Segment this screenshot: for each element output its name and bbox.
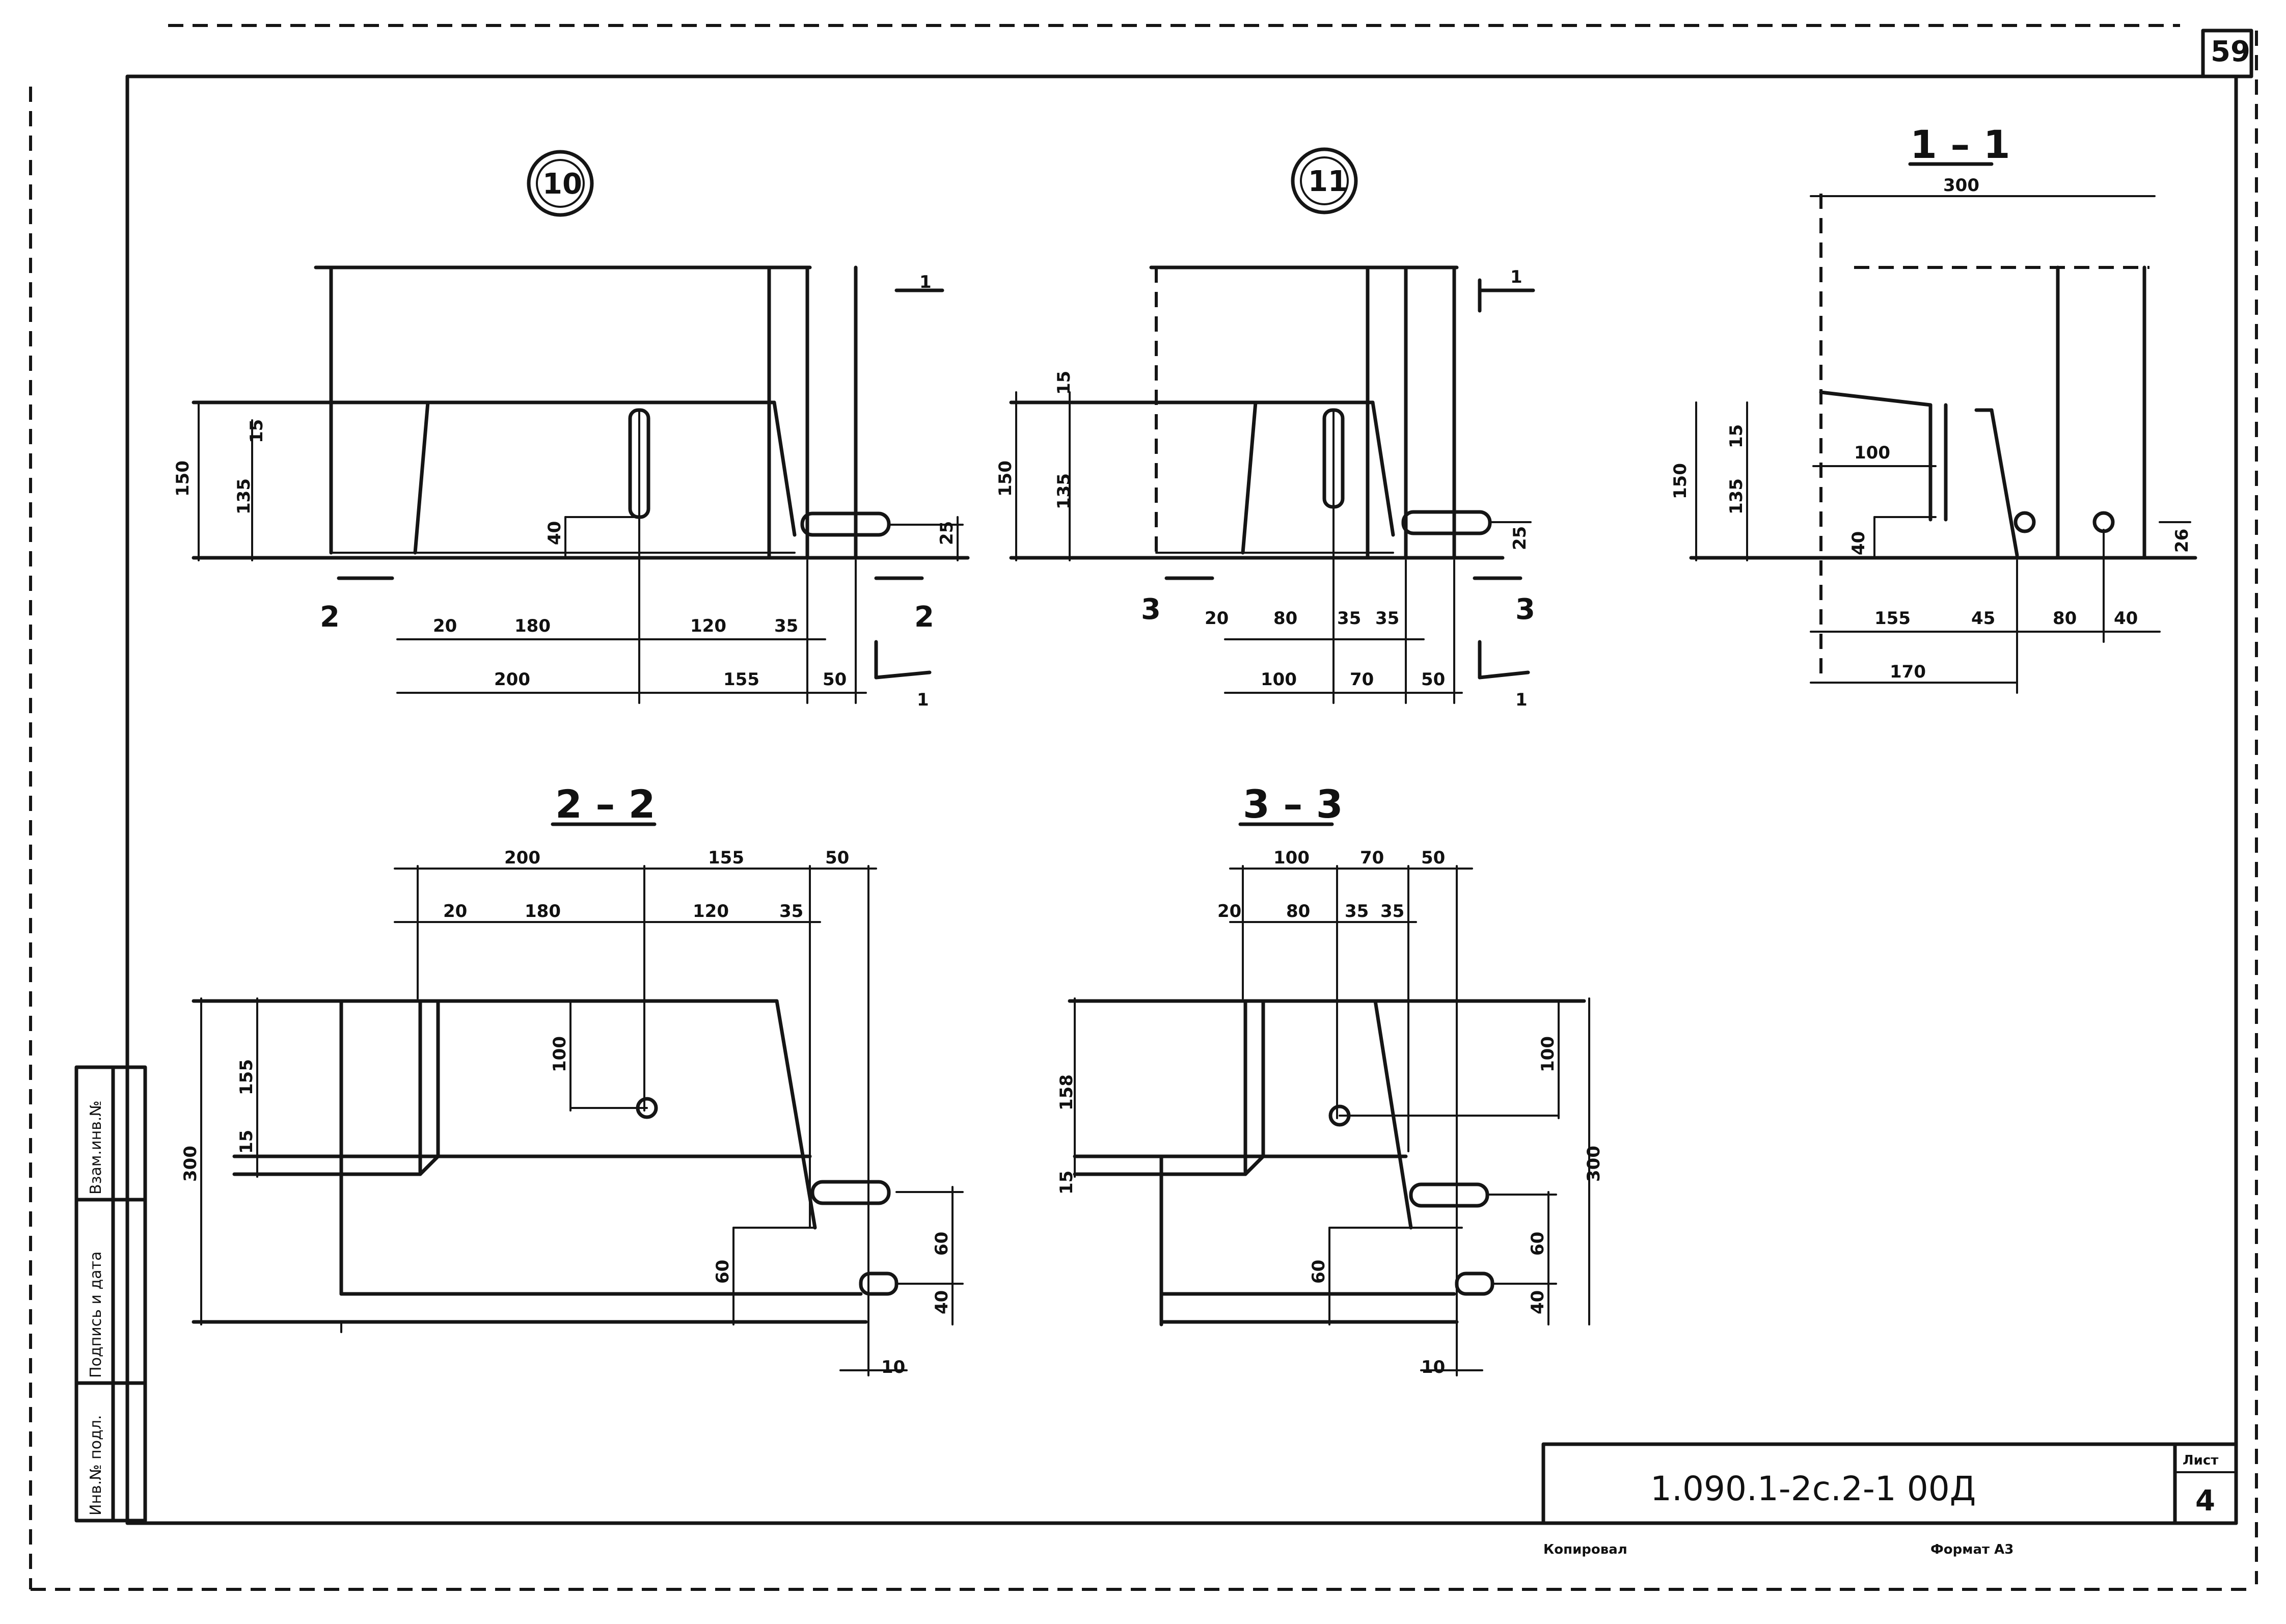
dim-135: 135: [234, 478, 254, 515]
dim-15: 15: [247, 419, 267, 443]
dim-20: 20: [433, 616, 457, 636]
dim-300-e: 300: [1584, 1146, 1604, 1182]
section-mark-1-b: 1: [919, 272, 932, 292]
dim-155-c: 155: [1874, 608, 1911, 629]
dim-20-b: 20: [1205, 608, 1229, 629]
node-11-label: 11: [1308, 165, 1348, 198]
dim-100-e: 100: [1273, 848, 1310, 868]
section-2-2-title: 2 – 2: [555, 781, 656, 827]
dim-35-d: 35: [779, 901, 803, 922]
dim-15-c: 15: [1726, 424, 1747, 448]
dim-50-b: 50: [1421, 669, 1445, 690]
dim-180: 180: [514, 616, 551, 636]
stamp-sign-date: Подпись и дата: [87, 1252, 105, 1378]
dim-35-b2: 35: [1375, 608, 1399, 629]
section-mark-2-right: 2: [914, 601, 934, 634]
dim-80-c: 80: [2053, 608, 2077, 629]
dim-35-e2: 35: [1380, 901, 1404, 922]
section-mark-2-left: 2: [320, 601, 340, 634]
sheet-label: Лист: [2183, 1453, 2218, 1468]
dim-50: 50: [823, 669, 847, 690]
dim-120-d: 120: [693, 901, 729, 922]
dim-40-e: 40: [1528, 1290, 1548, 1314]
stamp-column: Инв.№ подл. Подпись и дата Взам.инв.№: [74, 1065, 147, 1523]
dim-50-e: 50: [1421, 848, 1445, 868]
dim-40-c2: 40: [2114, 608, 2138, 629]
dim-25-b: 25: [1510, 526, 1530, 550]
dim-135-b: 135: [1054, 473, 1074, 509]
section-mark-1-c: 1: [1515, 690, 1528, 710]
dim-300-a: 300: [1943, 175, 1979, 196]
format-label: Формат А3: [1930, 1542, 2013, 1557]
dim-170-c: 170: [1890, 662, 1926, 682]
dim-45-c: 45: [1971, 608, 1995, 629]
node-10-label: 10: [542, 168, 582, 201]
dim-70-b: 70: [1350, 669, 1374, 690]
copied-label: Копировал: [1543, 1542, 1627, 1557]
dim-100-c: 100: [1854, 443, 1890, 463]
dim-35-b1: 35: [1337, 608, 1361, 629]
dim-40: 40: [545, 521, 565, 545]
dim-35: 35: [774, 616, 798, 636]
stamp-inv-orig: Инв.№ подл.: [87, 1415, 105, 1515]
section-mark-3-right: 3: [1515, 593, 1535, 626]
section-3-3-title: 3 – 3: [1243, 781, 1343, 827]
dim-60-d2: 60: [932, 1232, 952, 1256]
dim-50-d: 50: [825, 848, 849, 868]
dim-100-e2: 100: [1538, 1036, 1558, 1072]
sheet-number: 4: [2195, 1484, 2215, 1518]
dim-200: 200: [494, 669, 530, 690]
dim-155: 155: [723, 669, 759, 690]
drawing-designation: 1.090.1-2с.2-1 00Д: [1650, 1469, 1976, 1508]
dim-60-e: 60: [1309, 1260, 1329, 1284]
node-10-view: 10 2 2 1 1: [173, 150, 970, 710]
node-11-view: 11 3 3 1 1 150 15 135 25 20 8: [995, 147, 1535, 710]
dim-10-d: 10: [881, 1357, 905, 1377]
dim-180-d: 180: [525, 901, 561, 922]
dim-155-d2: 155: [236, 1059, 257, 1095]
dim-150: 150: [173, 461, 193, 497]
dim-100-d: 100: [550, 1036, 570, 1072]
dim-80-b: 80: [1273, 608, 1297, 629]
section-mark-3-left: 3: [1141, 593, 1161, 626]
dim-20-e: 20: [1217, 901, 1241, 922]
stamp-replace-inv: Взам.инв.№: [87, 1100, 105, 1195]
title-block: 1.090.1-2с.2-1 00Д Лист 4 Копировал Форм…: [1541, 1442, 2238, 1557]
section-2-2-view: 2 – 2 200 155 50 20 180 120 35: [180, 781, 964, 1377]
page-number: 59: [2211, 35, 2250, 68]
dim-70-e: 70: [1360, 848, 1384, 868]
dim-60-d: 60: [713, 1260, 733, 1284]
dim-151-e: 15: [1056, 1171, 1077, 1195]
dim-40-c: 40: [1848, 531, 1869, 555]
dim-158-e: 158: [1056, 1074, 1077, 1111]
dim-20-d: 20: [443, 901, 467, 922]
dim-35-e1: 35: [1345, 901, 1369, 922]
dim-40-d: 40: [932, 1290, 952, 1314]
section-3-3-view: 3 – 3 100 70 50 20 80 35 35: [1056, 781, 1604, 1377]
dim-15-d: 15: [236, 1130, 257, 1154]
dim-60-e2: 60: [1528, 1232, 1548, 1256]
dim-10-e: 10: [1421, 1357, 1445, 1377]
section-mark-1-a: 1: [917, 690, 929, 710]
dim-120: 120: [690, 616, 726, 636]
section-1-1-title: 1 – 1: [1910, 122, 2010, 167]
section-mark-1-d: 1: [1510, 267, 1522, 287]
dim-25: 25: [937, 521, 957, 545]
dim-150-c: 150: [1670, 463, 1691, 499]
section-1-1-view: 1 – 1 300 150 15 135 100 40 26 155 45 80: [1670, 122, 2197, 694]
dim-80-e: 80: [1286, 901, 1310, 922]
dim-155-d: 155: [708, 848, 744, 868]
dim-200-d: 200: [504, 848, 540, 868]
sheet-frame: 59: [29, 24, 2258, 1591]
dim-100-b: 100: [1261, 669, 1297, 690]
dim-300-d: 300: [180, 1146, 201, 1182]
dim-150-b: 150: [995, 461, 1016, 497]
dim-135-c: 135: [1726, 478, 1747, 515]
dim-26-c: 26: [2172, 529, 2192, 553]
dim-15-b: 15: [1054, 371, 1074, 395]
